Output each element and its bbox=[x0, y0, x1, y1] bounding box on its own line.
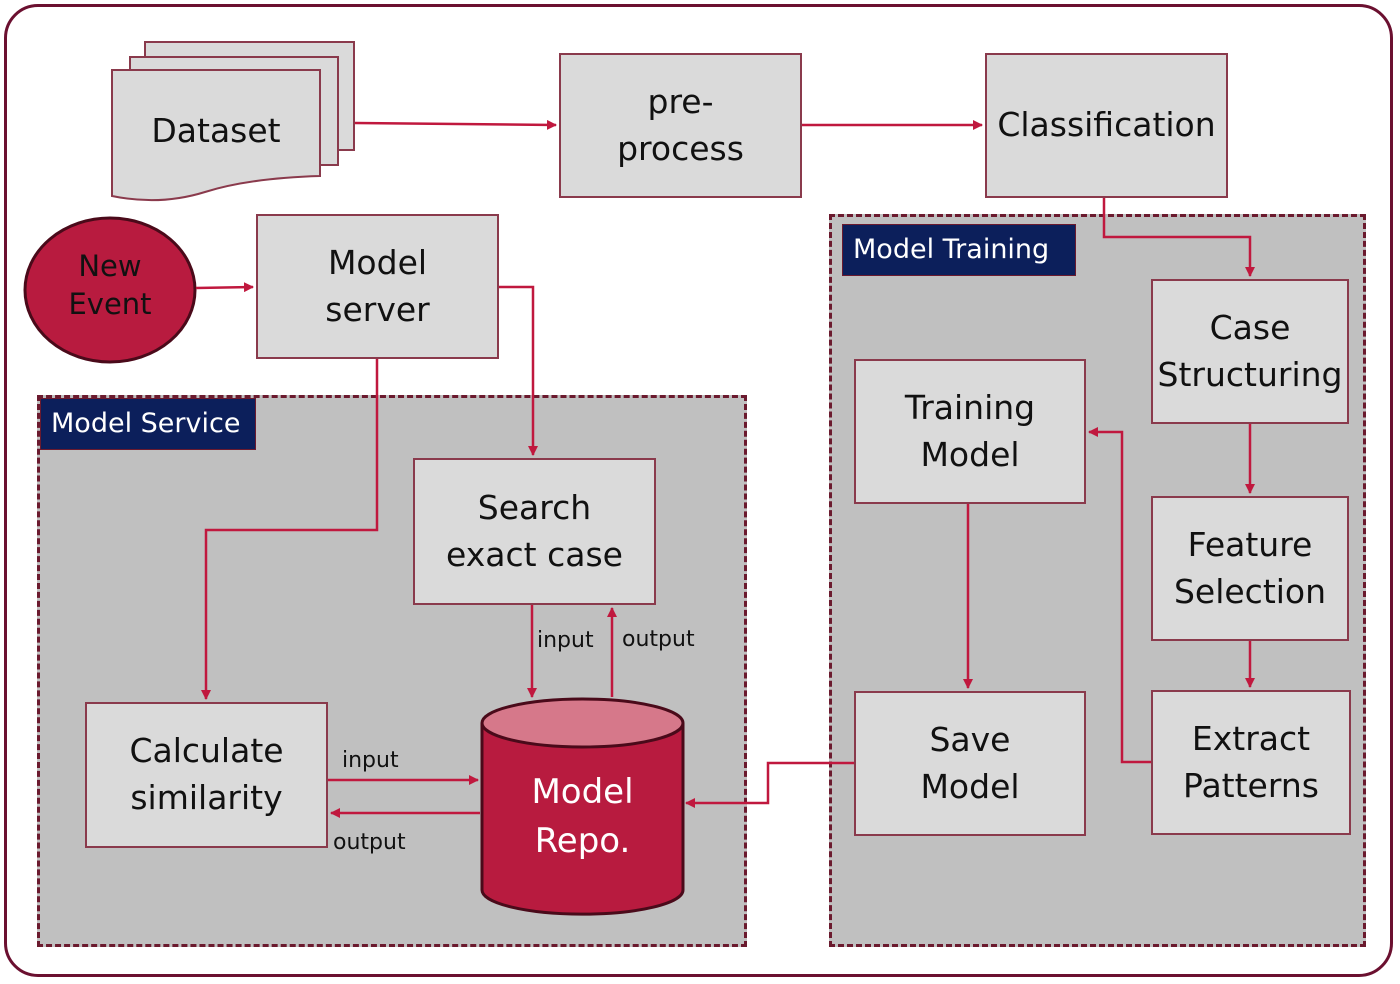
search-exact-case-node: Search exact case bbox=[413, 458, 656, 605]
model-server-node: Model server bbox=[256, 214, 499, 359]
edge-server-search bbox=[499, 285, 538, 456]
similarity-output-label: output bbox=[333, 830, 406, 855]
feature-selection-node: Feature Selection bbox=[1151, 496, 1349, 641]
calculate-similarity-node: Calculate similarity bbox=[85, 702, 328, 848]
case-structuring-node: Case Structuring bbox=[1151, 279, 1349, 424]
save-model-node: Save Model bbox=[854, 691, 1086, 836]
edge-dataset-preprocess bbox=[354, 119, 557, 130]
extract-patterns-node: Extract Patterns bbox=[1151, 690, 1351, 835]
model-service-label: Model Service bbox=[40, 398, 256, 450]
edge-event-server bbox=[195, 282, 254, 293]
new-event-node: New Event bbox=[68, 249, 152, 321]
model-repo-node: Model Repo. bbox=[531, 772, 634, 862]
edge-save-repo bbox=[685, 761, 854, 808]
edge-classification-case bbox=[1102, 198, 1255, 277]
similarity-input-label: input bbox=[342, 748, 399, 773]
search-input-label: input bbox=[537, 628, 594, 653]
diagram-frame bbox=[4, 4, 1393, 977]
training-model-node: Training Model bbox=[854, 359, 1086, 504]
search-output-label: output bbox=[622, 627, 695, 652]
model-training-label: Model Training bbox=[842, 224, 1076, 276]
edge-server-similarity bbox=[201, 359, 379, 700]
classification-node: Classification bbox=[985, 53, 1228, 198]
preprocess-node: pre- process bbox=[559, 53, 802, 198]
dataset-node: Dataset bbox=[151, 110, 281, 150]
edge-extract-training bbox=[1088, 427, 1151, 764]
